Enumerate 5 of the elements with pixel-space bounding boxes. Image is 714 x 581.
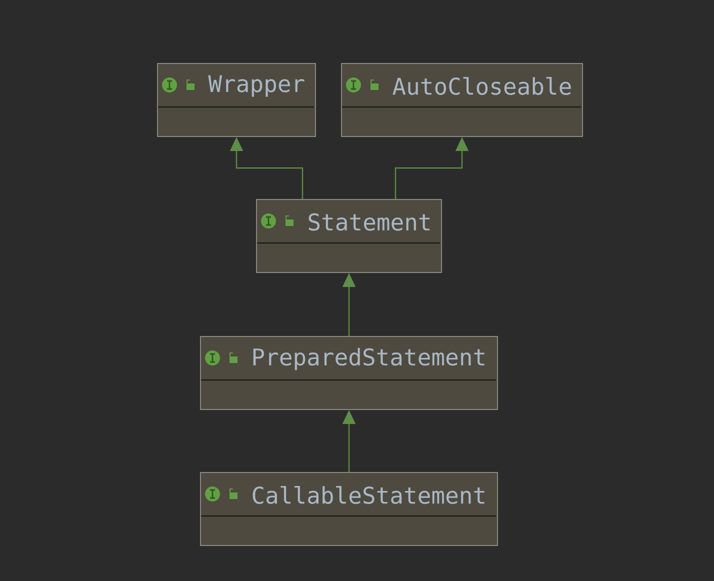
class-box: PreparedStatement bbox=[200, 336, 498, 410]
class-box: Statement bbox=[256, 199, 442, 273]
class-box: Wrapper bbox=[157, 63, 316, 137]
class-box: AutoCloseable bbox=[341, 63, 583, 137]
class-box: CallableStatement bbox=[200, 472, 498, 546]
